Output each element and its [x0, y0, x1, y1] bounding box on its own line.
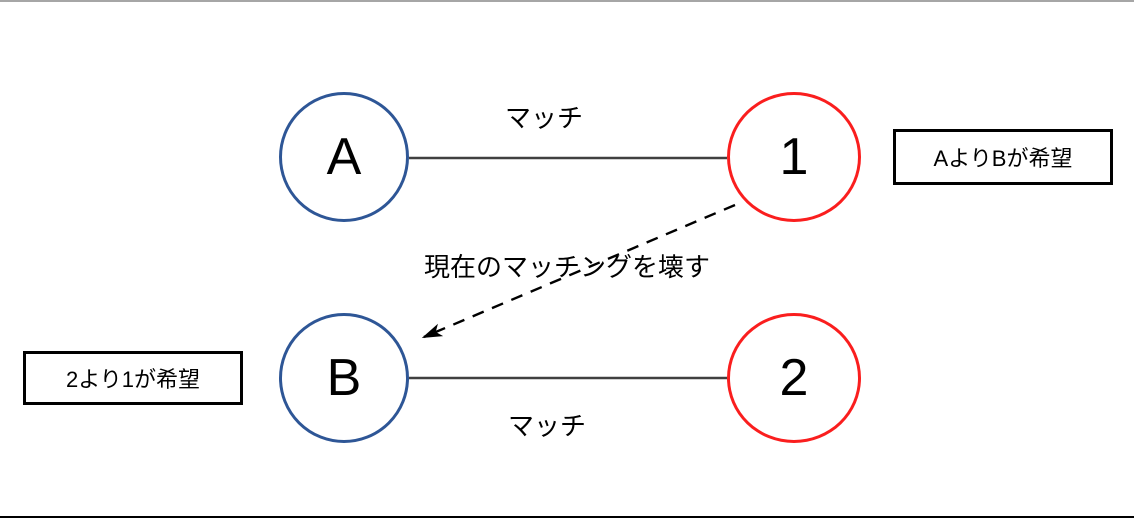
- callout-prefers-1-over-2: 2より1が希望: [23, 351, 243, 405]
- node-2-label: 2: [779, 349, 809, 407]
- callout-prefers-b-over-a-text: AよりBが希望: [933, 146, 1073, 171]
- node-b[interactable]: B: [279, 313, 409, 443]
- edge-label-a-1: マッチ: [505, 103, 584, 133]
- callout-prefers-1-over-2-text: 2より1が希望: [65, 367, 201, 392]
- callout-prefers-b-over-a: AよりBが希望: [893, 129, 1113, 185]
- edge-label-break-matching: 現在のマッチングを壊す: [424, 252, 711, 282]
- slide-top-rule: [0, 0, 1134, 2]
- slide-bottom-rule: [0, 516, 1134, 518]
- node-1-label: 1: [779, 128, 809, 186]
- edge-label-b-2: マッチ: [508, 411, 587, 441]
- node-a[interactable]: A: [279, 92, 409, 222]
- node-a-label: A: [326, 128, 362, 186]
- node-1[interactable]: 1: [727, 92, 861, 222]
- node-b-label: B: [326, 349, 362, 407]
- node-2[interactable]: 2: [727, 313, 861, 443]
